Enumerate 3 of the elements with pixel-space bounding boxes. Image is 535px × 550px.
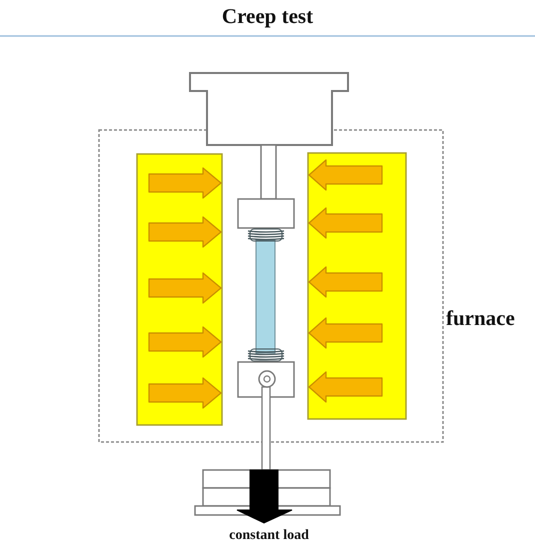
- diagram-title: Creep test: [222, 5, 314, 28]
- furnace-label: furnace: [446, 307, 515, 330]
- load-label: constant load: [229, 528, 309, 544]
